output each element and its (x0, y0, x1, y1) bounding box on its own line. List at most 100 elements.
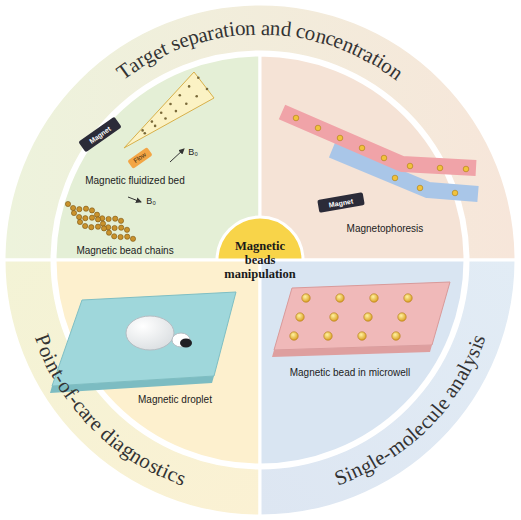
bead (169, 103, 172, 106)
bead (144, 132, 147, 135)
chain-bead (77, 214, 82, 219)
quadrant-shape (55, 55, 260, 260)
droplet (126, 316, 174, 350)
substrate (52, 292, 236, 386)
chain-bead (95, 224, 100, 229)
well-chip (274, 282, 450, 350)
chain-bead (112, 234, 117, 239)
center-title: Magnetic beads manipulation (220, 239, 300, 281)
well-bead (358, 332, 366, 340)
quadrant-shape (260, 260, 465, 465)
figure-caption: Magnetic fluidized bed (85, 175, 185, 186)
quadrant-shape (55, 260, 260, 465)
chain-bead (101, 226, 106, 231)
figure-caption: Magnetic bead in microwell (290, 367, 411, 378)
bead (175, 110, 178, 113)
chain-bead (118, 218, 123, 223)
bead (141, 129, 144, 132)
bead (160, 112, 163, 115)
chain-bead (113, 216, 118, 221)
center-circle: Magnetic beads manipulation (217, 217, 303, 303)
ring-band-shape (4, 260, 260, 516)
bead-cluster (180, 339, 192, 348)
chain-bead (83, 223, 88, 228)
well-bead (324, 332, 332, 340)
chain-bead (100, 221, 105, 226)
field-label: B₀ (188, 148, 198, 157)
well-bead (398, 313, 406, 321)
bead (151, 120, 154, 123)
chain-bead (65, 201, 70, 206)
bead (188, 85, 191, 88)
ring-title: Target separation and concentration (4, 4, 516, 260)
chain-bead (89, 215, 94, 220)
bead (463, 166, 469, 172)
chain-bead (125, 234, 130, 239)
bead (337, 135, 343, 141)
well-bead (392, 332, 400, 340)
well-bead (302, 294, 310, 302)
chain-bead (83, 216, 88, 221)
quadrant: Magnetophoresis (260, 55, 465, 260)
bead (315, 125, 321, 131)
bead (392, 175, 398, 181)
chain-bead (119, 225, 124, 230)
ring-band: Point-of-care diagnostics (4, 260, 260, 516)
arc-letter (256, 17, 261, 38)
chain-bead (124, 227, 129, 232)
field-label: B₀ (146, 197, 156, 206)
chain-bead (89, 225, 94, 230)
ring-band-shape (260, 260, 516, 516)
quadrant: Magnetic droplet (55, 260, 260, 465)
ring-title: Point-of-care diagnostics (4, 260, 260, 516)
bead (359, 145, 365, 151)
well-bead (336, 294, 344, 302)
ring-title: Single-molecule analysis (260, 260, 516, 516)
chain-bead (71, 210, 76, 215)
bead (293, 115, 299, 121)
bead (417, 185, 423, 191)
chain-bead (77, 207, 82, 212)
chain-bead (77, 219, 82, 224)
quadrant: Magnetic fluidized bedMagnetic bead chai… (55, 55, 260, 260)
figure-caption: Magnetophoresis (347, 223, 424, 234)
well-bead (364, 313, 372, 321)
figure-caption: Magnetic droplet (138, 394, 212, 405)
chain-bead (106, 230, 111, 235)
arc-letter: d (280, 18, 293, 40)
chain-bead (95, 217, 100, 222)
ring-band: Target separation and concentration (4, 4, 516, 260)
bead (452, 190, 458, 196)
bead (179, 94, 182, 97)
ring-band-outline (4, 260, 260, 516)
bead (206, 88, 209, 91)
well-bead (290, 332, 298, 340)
flow-label: Flow (133, 151, 148, 164)
arc-letter: a (261, 17, 271, 38)
ring-band-shape (4, 4, 516, 260)
bead (381, 155, 387, 161)
arc-letter: n (245, 17, 256, 38)
well-bead (404, 294, 412, 302)
bead (185, 102, 188, 105)
magnet-label: Magnet (328, 197, 353, 208)
chain-bead (83, 206, 88, 211)
microwell-figure (272, 282, 450, 357)
bead (164, 117, 167, 120)
chain-bead (112, 225, 117, 230)
chain-bead (106, 216, 111, 221)
well-bead (296, 313, 304, 321)
bead (197, 76, 200, 79)
well-bead (370, 294, 378, 302)
ring-band: Single-molecule analysis (260, 260, 516, 516)
figure-caption: Magnetic bead chains (76, 245, 173, 256)
bead (195, 95, 198, 98)
chain-bead (94, 212, 99, 217)
chain-bead (130, 236, 135, 241)
quadrant: Magnetic bead in microwell (260, 260, 465, 465)
well-bead (330, 313, 338, 321)
bead (437, 165, 443, 171)
arc-letter: o (234, 18, 246, 40)
chain-bead (118, 234, 123, 239)
